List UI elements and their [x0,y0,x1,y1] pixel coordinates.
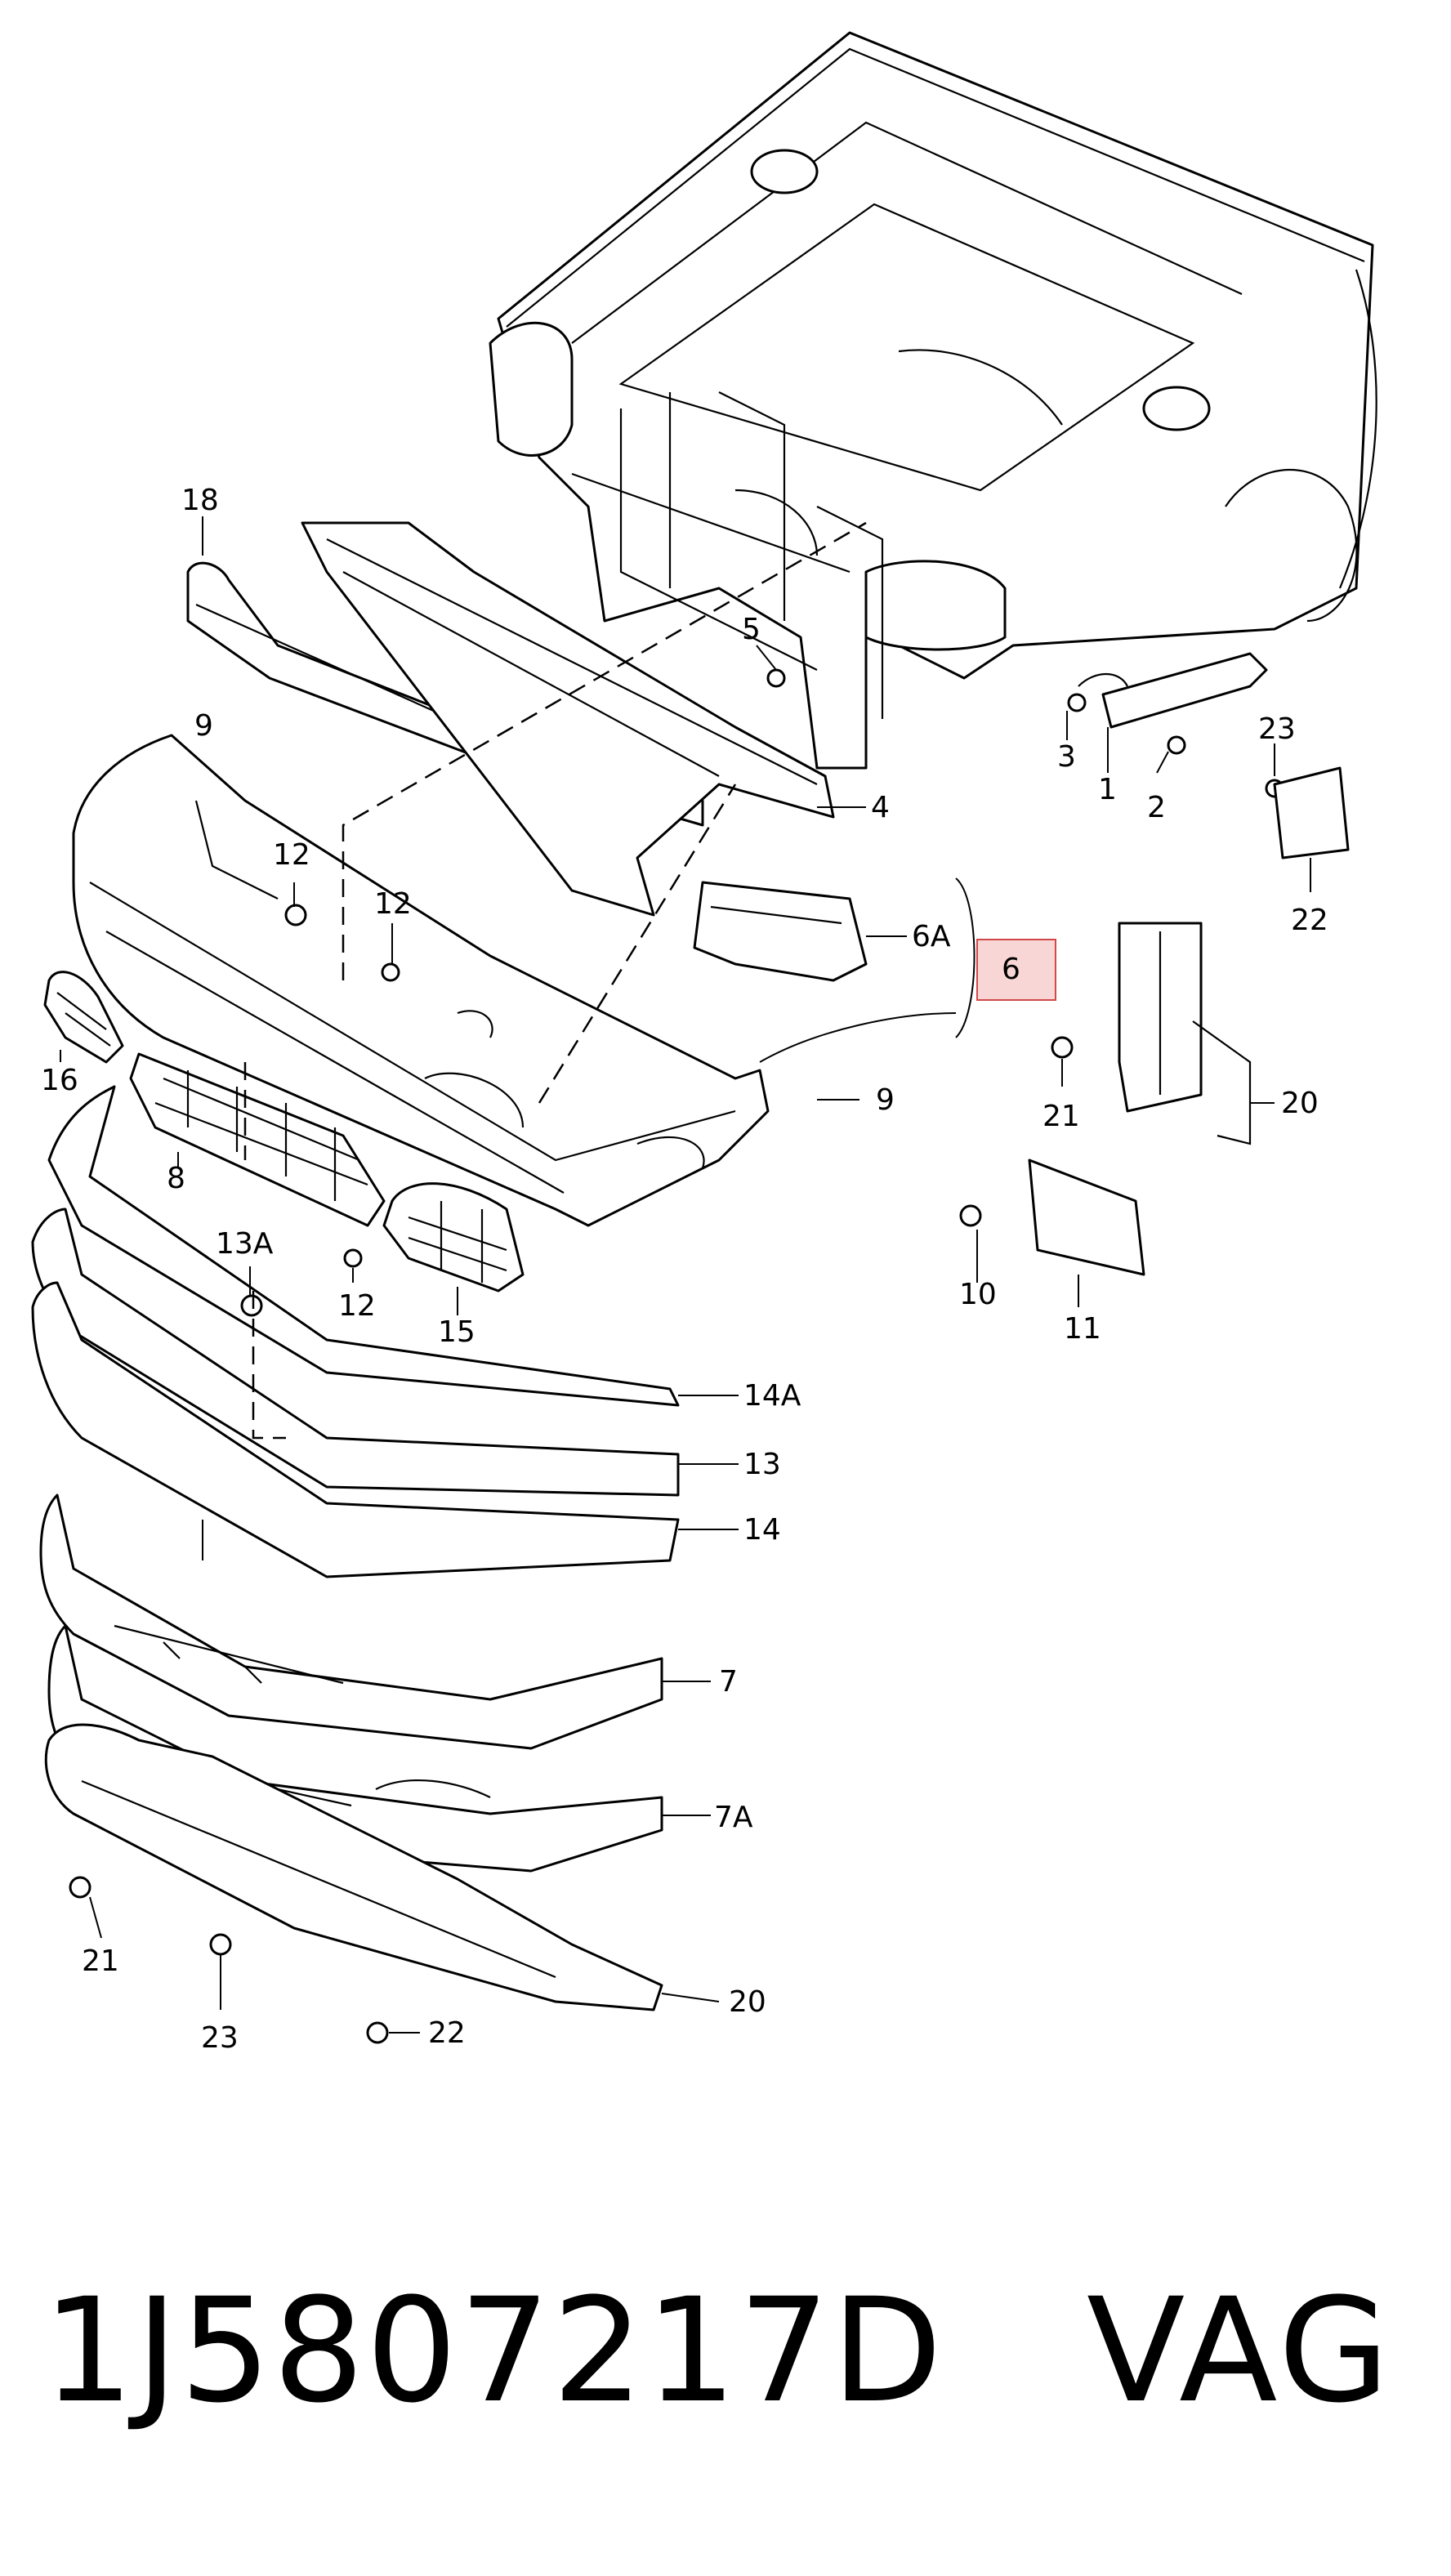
part-13-trim [31,1208,680,1497]
callout-10: 10 [959,1278,997,1311]
callout-14: 14 [743,1513,781,1547]
callout-1: 1 [1098,773,1117,806]
part-number-label: 1J5807217D [42,2267,944,2435]
fastener-set [69,668,1350,2044]
callout-22-bottom: 22 [428,2016,466,2050]
callout-9-left: 9 [194,709,213,743]
callout-20-right: 20 [1281,1087,1319,1120]
part-8-grille [129,1052,386,1227]
part-15-grille [382,1182,525,1292]
callout-20-bottom: 20 [729,1985,766,2019]
part-20-lower-panel [44,1723,663,2011]
parts-diagram: 18 5 4 9 12 12 6A 6 9 16 8 13A 12 15 14A… [31,31,1377,2055]
callout-23-bottom: 23 [201,2021,239,2055]
callout-13: 13 [743,1448,781,1481]
callout-12-low: 12 [338,1289,376,1323]
leader-lines [60,516,1311,2034]
callout-11: 11 [1064,1312,1101,1346]
callout-21-right: 21 [1042,1100,1080,1133]
callout-3: 3 [1057,740,1076,774]
callout-8: 8 [167,1162,185,1195]
callout-14a: 14A [743,1379,801,1413]
callout-21-bottom: 21 [82,1944,119,1978]
callout-23-right: 23 [1258,712,1296,746]
part-7-spoiler [39,1493,663,1750]
callout-9-right: 9 [876,1083,895,1117]
part-14-trim [31,1281,680,1578]
callout-6: 6 [1002,953,1020,986]
car-body-illustration [489,31,1377,770]
callout-labels: 18 5 4 9 12 12 6A 6 9 16 8 13A 12 15 14A… [41,484,1328,2055]
part-6a-bracket [693,881,868,982]
part-6-bumper-cover [72,734,770,1227]
brand-label: VAG [1087,2267,1393,2435]
callout-2: 2 [1147,791,1166,824]
callout-4: 4 [871,791,890,824]
part-14a-trim [47,1085,680,1407]
callout-6a: 6A [912,920,951,953]
callout-7a: 7A [714,1801,753,1834]
callout-22-right: 22 [1291,904,1328,937]
callout-13a: 13A [216,1227,274,1261]
callout-5: 5 [742,613,761,646]
part-1-guide [1101,652,1268,729]
callout-7: 7 [719,1665,738,1699]
highlight-box-6 [976,939,1056,1001]
callout-16: 16 [41,1064,78,1097]
part-11-plate [1028,1159,1145,1276]
callout-12-mid: 12 [374,887,412,921]
callout-12-top: 12 [273,838,310,872]
callout-15: 15 [438,1315,475,1349]
callout-18: 18 [181,484,219,517]
